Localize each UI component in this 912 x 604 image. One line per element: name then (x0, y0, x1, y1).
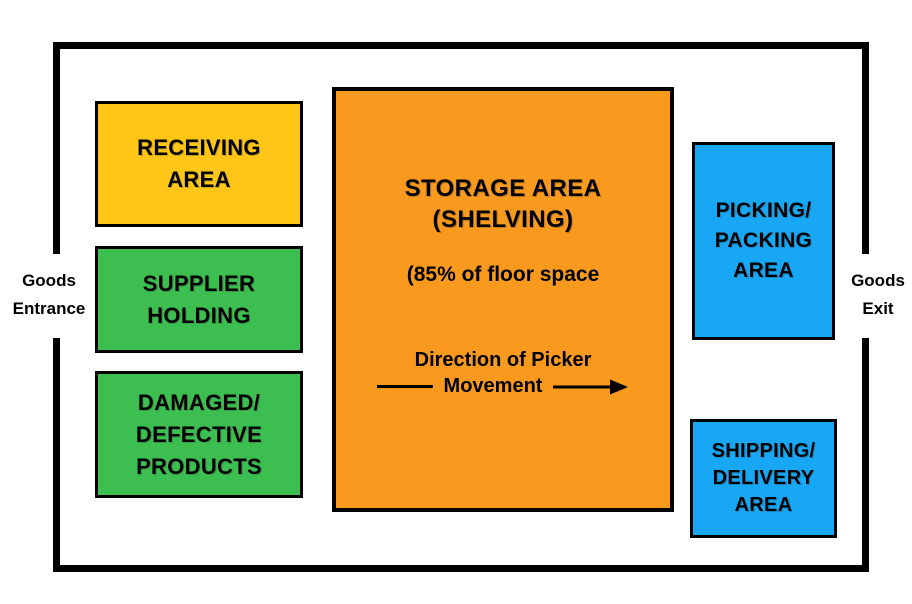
storage-area-box: STORAGE AREA (SHELVING) (85% of floor sp… (332, 87, 674, 512)
picker-direction-row: Movement (336, 375, 670, 398)
damaged-products-label: DAMAGED/ DEFECTIVE PRODUCTS (135, 389, 263, 479)
line-segment (376, 385, 433, 388)
supplier-holding-label: SUPPLIER HOLDING (142, 270, 256, 328)
receiving-area-label: RECEIVING AREA (137, 135, 261, 192)
storage-area-subtitle: (85% of floor space (406, 263, 600, 286)
right-arrow-icon (553, 379, 629, 394)
entrance-opening (51, 254, 63, 338)
picker-direction-word: Movement (443, 375, 543, 397)
supplier-holding-box: SUPPLIER HOLDING (95, 246, 303, 353)
picker-direction-block: Direction of Picker Movement (336, 347, 670, 398)
shipping-delivery-label: SHIPPING/ DELIVERY AREA (711, 440, 816, 516)
picking-packing-label: PICKING/ PACKING AREA (714, 199, 813, 282)
storage-area-title: STORAGE AREA (SHELVING) (404, 175, 602, 233)
exit-opening (859, 254, 871, 338)
receiving-area-box: RECEIVING AREA (95, 101, 303, 227)
shipping-delivery-box: SHIPPING/ DELIVERY AREA (690, 419, 837, 538)
damaged-products-box: DAMAGED/ DEFECTIVE PRODUCTS (95, 371, 303, 498)
goods-exit-label: Goods Exit (851, 271, 905, 318)
goods-entrance-label: Goods Entrance (12, 271, 86, 318)
picker-direction-caption: Direction of Picker (414, 349, 592, 371)
picking-packing-box: PICKING/ PACKING AREA (692, 142, 835, 340)
